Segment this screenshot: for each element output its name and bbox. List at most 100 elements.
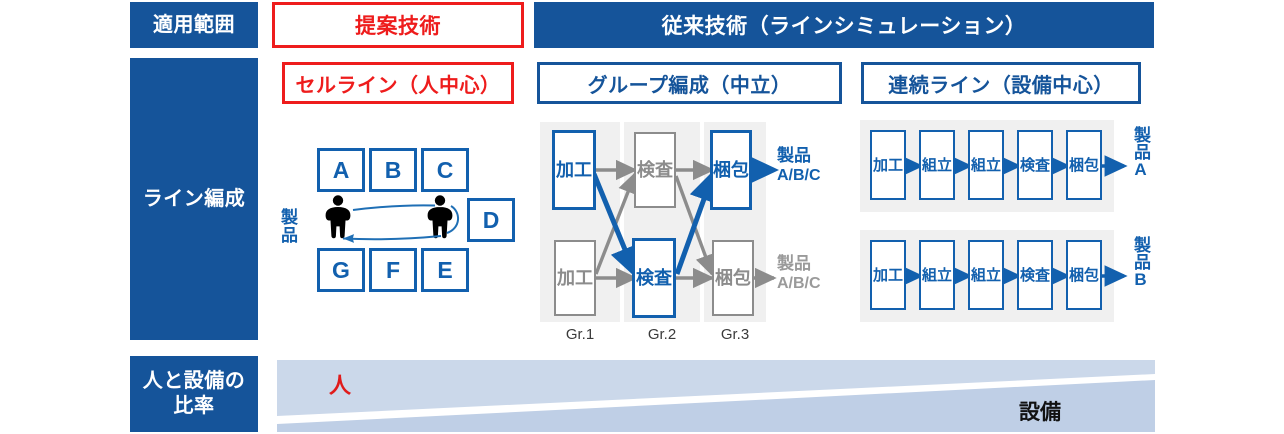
subheader-continuous-line-text: 連続ライン（設備中心） bbox=[888, 74, 1114, 97]
subheader-continuous-line: 連続ライン（設備中心） bbox=[861, 62, 1141, 104]
cell-flow-arrow-return bbox=[342, 235, 442, 241]
cell-box-g: G bbox=[317, 248, 365, 292]
group-box-bottom-processing: 加工 bbox=[554, 240, 596, 316]
ratio-band: 人 設備 bbox=[277, 358, 1155, 432]
continuous-a-stage-1-text: 加工 bbox=[872, 156, 903, 174]
group-arrow-highlight-2 bbox=[674, 169, 718, 275]
group-box-bottom-inspection-text: 検査 bbox=[636, 267, 672, 288]
group-output-top-sub: A/B/C bbox=[777, 166, 821, 184]
group-flow-arrows bbox=[591, 155, 779, 289]
cell-flow-arrow-loop bbox=[446, 205, 459, 234]
continuous-a-stage-2: 組立 bbox=[919, 130, 955, 200]
continuous-b-stage-1-text: 加工 bbox=[872, 266, 903, 284]
row-label-line-configuration: ライン編成 bbox=[130, 58, 258, 340]
row-label-scope: 適用範囲 bbox=[130, 2, 258, 48]
continuous-line-a-arrows bbox=[900, 155, 1128, 177]
cell-box-c-text: C bbox=[436, 156, 454, 183]
continuous-b-stage-1: 加工 bbox=[870, 240, 906, 310]
cell-box-b-text: B bbox=[384, 156, 402, 183]
cell-line-diagram: 製品 A B C D G F E bbox=[275, 130, 525, 310]
group-box-bottom-packaging: 梱包 bbox=[712, 240, 754, 316]
group-box-top-processing: 加工 bbox=[552, 130, 596, 210]
header-conventional-technology: 従来技術（ラインシミュレーション） bbox=[534, 2, 1154, 48]
group-label-2: Gr.2 bbox=[624, 324, 700, 344]
row-label-scope-text: 適用範囲 bbox=[153, 13, 235, 36]
ratio-wedge-person bbox=[277, 360, 1155, 416]
continuous-b-stage-3: 組立 bbox=[968, 240, 1004, 310]
group-configuration-diagram: 加工 検査 梱包 加工 検査 梱包 製品 A/B/C 製品 A/B/C Gr.1… bbox=[534, 112, 854, 344]
group-label-1: Gr.1 bbox=[540, 324, 620, 344]
cell-box-g-text: G bbox=[332, 256, 350, 283]
group-output-top: 製品 A/B/C bbox=[777, 146, 855, 185]
ratio-wedge-equipment bbox=[277, 380, 1155, 432]
continuous-a-stage-3: 組立 bbox=[968, 130, 1004, 200]
cell-flow-arrowhead bbox=[343, 234, 354, 243]
continuous-a-output-text: 製品A bbox=[1131, 126, 1150, 179]
ratio-band-wedges bbox=[277, 360, 1155, 432]
row-label-line-configuration-text: ライン編成 bbox=[142, 187, 246, 210]
row-label-ratio-line1: 人と設備の bbox=[142, 370, 246, 392]
group-box-top-processing-text: 加工 bbox=[556, 159, 592, 180]
row-label-ratio: 人と設備の 比率 bbox=[130, 356, 258, 432]
header-proposed-technology-text: 提案技術 bbox=[355, 15, 441, 38]
continuous-line-product-b: 加工 組立 組立 検査 梱包 製品B bbox=[858, 228, 1150, 324]
ratio-label-person: 人 bbox=[329, 368, 351, 400]
cell-line-product-label-text: 製品 bbox=[278, 208, 297, 244]
ratio-label-equipment-text: 設備 bbox=[1019, 401, 1061, 424]
continuous-b-stage-3-text: 組立 bbox=[970, 266, 1001, 284]
continuous-a-stage-5: 梱包 bbox=[1066, 130, 1102, 200]
continuous-b-stage-2-text: 組立 bbox=[921, 266, 952, 284]
group-box-top-inspection-text: 検査 bbox=[637, 159, 673, 180]
continuous-a-stage-4: 検査 bbox=[1017, 130, 1053, 200]
group-output-bottom-title: 製品 bbox=[777, 254, 811, 273]
row-label-ratio-line2: 比率 bbox=[173, 395, 215, 417]
subheader-group-configuration: グループ編成（中立） bbox=[537, 62, 842, 104]
cell-box-c: C bbox=[421, 148, 469, 192]
subheader-cell-line-text: セルライン（人中心） bbox=[295, 74, 501, 97]
group-output-bottom-sub: A/B/C bbox=[777, 274, 821, 292]
continuous-a-stage-5-text: 梱包 bbox=[1068, 156, 1099, 174]
ratio-label-person-text: 人 bbox=[329, 373, 352, 398]
person-icon-right bbox=[427, 195, 453, 239]
cell-line-worker-flow bbox=[325, 195, 459, 243]
header-proposed-technology: 提案技術 bbox=[272, 2, 524, 48]
header-conventional-technology-text: 従来技術（ラインシミュレーション） bbox=[661, 15, 1027, 38]
continuous-a-stage-3-text: 組立 bbox=[970, 156, 1001, 174]
group-label-3: Gr.3 bbox=[704, 324, 766, 344]
cell-box-e-text: E bbox=[437, 256, 453, 283]
group-box-bottom-packaging-text: 梱包 bbox=[715, 267, 751, 288]
cell-box-e: E bbox=[421, 248, 469, 292]
continuous-line-product-a: 加工 組立 組立 検査 梱包 製品A bbox=[858, 118, 1150, 214]
cell-box-d-text: D bbox=[482, 206, 500, 233]
cell-box-f: F bbox=[369, 248, 417, 292]
continuous-a-stage-2-text: 組立 bbox=[921, 156, 952, 174]
continuous-a-output-label: 製品A bbox=[1128, 126, 1153, 206]
cell-box-d: D bbox=[467, 198, 515, 242]
cell-box-f-text: F bbox=[385, 256, 401, 283]
continuous-b-stage-4-text: 検査 bbox=[1019, 266, 1050, 284]
group-box-top-packaging-text: 梱包 bbox=[713, 159, 749, 180]
continuous-a-stage-4-text: 検査 bbox=[1019, 156, 1050, 174]
group-box-bottom-inspection: 検査 bbox=[632, 238, 676, 318]
group-output-top-title: 製品 bbox=[777, 146, 811, 165]
continuous-b-output-text: 製品B bbox=[1131, 236, 1150, 289]
continuous-b-stage-2: 組立 bbox=[919, 240, 955, 310]
group-label-2-text: Gr.2 bbox=[647, 325, 677, 343]
ratio-label-equipment: 設備 bbox=[1019, 396, 1061, 426]
subheader-cell-line: セルライン（人中心） bbox=[282, 62, 514, 104]
cell-box-a: A bbox=[317, 148, 365, 192]
subheader-group-configuration-text: グループ編成（中立） bbox=[587, 74, 792, 97]
group-output-bottom: 製品 A/B/C bbox=[777, 254, 855, 293]
continuous-b-stage-5: 梱包 bbox=[1066, 240, 1102, 310]
person-icon-left bbox=[325, 195, 351, 239]
group-box-bottom-processing-text: 加工 bbox=[557, 267, 593, 288]
continuous-b-stage-4: 検査 bbox=[1017, 240, 1053, 310]
group-box-top-packaging: 梱包 bbox=[710, 130, 752, 210]
group-arrow-highlight-1 bbox=[591, 173, 639, 279]
continuous-line-b-arrows bbox=[900, 265, 1128, 287]
cell-flow-arrow-forward bbox=[352, 204, 436, 211]
cell-box-a-text: A bbox=[332, 156, 350, 183]
group-label-1-text: Gr.1 bbox=[565, 325, 595, 343]
cell-line-product-label: 製品 bbox=[278, 208, 297, 244]
group-label-3-text: Gr.3 bbox=[720, 325, 750, 343]
